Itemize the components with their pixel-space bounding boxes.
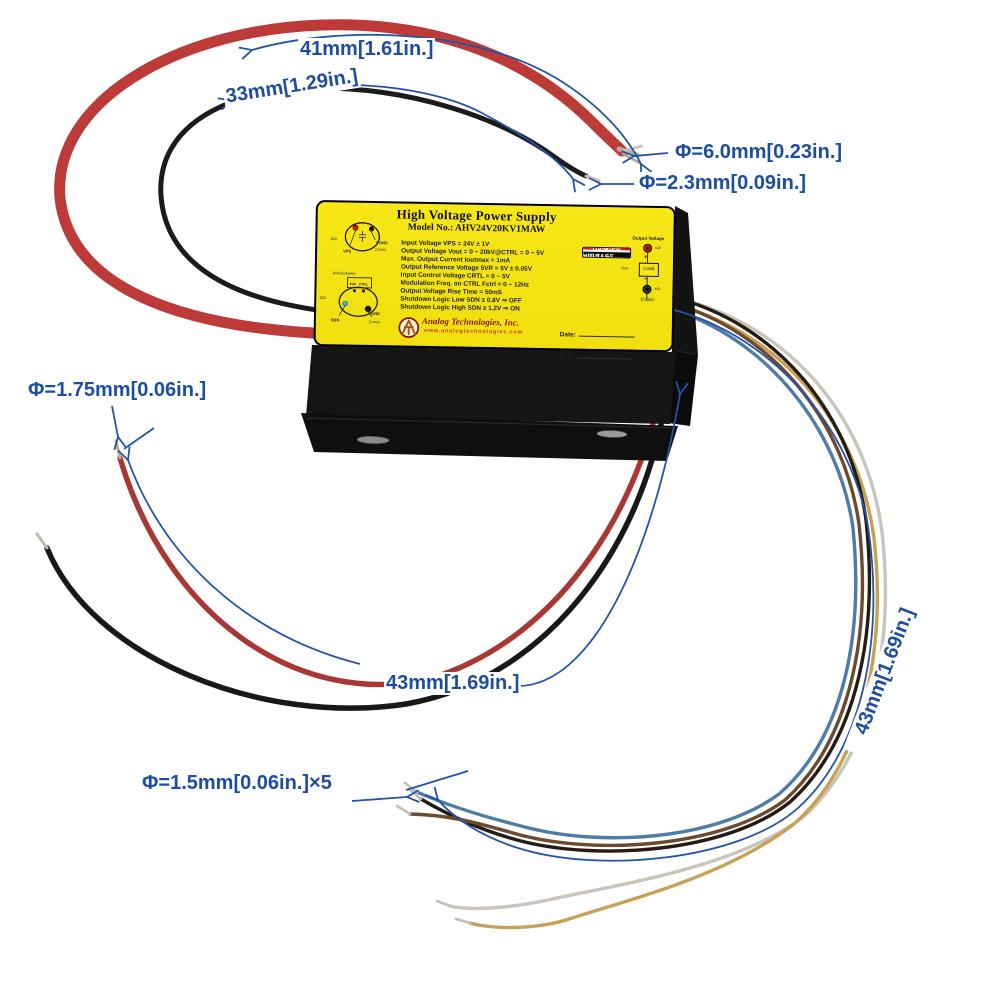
- dim-tick-1-75mm: [123, 427, 155, 450]
- signal-wire-black: [419, 294, 872, 853]
- dim-label-6mm: Φ=6.0mm[0.23in.]: [673, 141, 845, 164]
- dimension-lines: [111, 33, 875, 862]
- spec-list: Input Voltage VPS = 24V ± 1V Output Volt…: [400, 239, 544, 313]
- gnd-label: GND: [371, 311, 380, 316]
- signal-wire-tips: [395, 781, 472, 925]
- serial-blank-line: [576, 351, 633, 360]
- return-terminal-icon: [642, 284, 652, 294]
- output-voltage-heading: Output Voltage: [632, 235, 665, 242]
- pgnd-label: PGND: [376, 240, 388, 245]
- label-fields: Date: S. #:: [559, 323, 636, 368]
- control-connector-diagram: Anticlockwise ⇦ 5VR CTRL SDN GND (Case): [319, 271, 380, 324]
- wire-exit-arrow-icon: ⇦: [330, 234, 337, 243]
- ctrl-label: CTRL: [359, 282, 368, 286]
- dim-curve-43mm-right: [438, 310, 875, 862]
- dim-label-2-3mm: Φ=2.3mm[0.09in.]: [637, 172, 809, 195]
- lower-red-wire-tip: [114, 439, 122, 460]
- terminal-arrow-icon: ⇨: [654, 285, 661, 294]
- load-box: Load: [638, 262, 659, 277]
- pin-icon: [361, 289, 366, 293]
- spec-line: Shutdown Logic High SDN ≥ 1.2V ⇒ ON: [400, 303, 520, 313]
- date-field: Date:: [560, 323, 636, 342]
- wires: [35, 19, 888, 930]
- signal-wire-brown: [408, 300, 865, 848]
- serial-label: S. #:: [559, 353, 574, 361]
- serial-field: S. #:: [559, 345, 635, 364]
- vout-label: Vout: [620, 265, 629, 271]
- product-label: High Voltage Power Supply Model No.: AHV…: [313, 200, 676, 361]
- terminal-arrow-icon: ⇨: [655, 244, 662, 253]
- dim-arrow-6mm: [634, 153, 669, 156]
- capacitor-symbol-icon: [358, 230, 366, 242]
- vps-pin-icon: [352, 224, 359, 231]
- hv-output-terminal-icon: [643, 243, 653, 253]
- case-label: (Case): [375, 248, 386, 252]
- connector-outline: [338, 286, 378, 317]
- signal-wire-white: [448, 296, 888, 911]
- dim-arrow-1-75mm: [111, 405, 118, 437]
- date-label: Date:: [559, 331, 577, 339]
- dim-curve-43mm-bottom-left: [128, 460, 361, 665]
- wire-exit-arrow-icon: ⇦: [319, 293, 326, 302]
- anticlockwise-note: Anticlockwise: [333, 271, 356, 275]
- dim-label-1-5mm-x5: Φ=1.5mm[0.06in.]×5: [140, 772, 334, 795]
- signal-wire-blue: [415, 306, 858, 840]
- pin-icon: [352, 289, 357, 293]
- vps-label: VPS: [343, 248, 351, 253]
- lower-black-wire-tip: [35, 532, 49, 550]
- psu-case-right-side: [672, 206, 698, 355]
- pin-leader-lines: [349, 230, 376, 245]
- sdn-pin-icon: [342, 300, 348, 307]
- case-label: (Case): [640, 296, 655, 302]
- connector-outline: [344, 222, 381, 252]
- dim-tick-1-5mm: [405, 770, 469, 791]
- company-name: Analog Technologies, Inc.: [421, 315, 520, 328]
- at-logo-icon: [398, 317, 420, 338]
- dim-curve-41mm: [252, 33, 641, 164]
- pin-leader-lines: [338, 305, 373, 318]
- 5vr-label: 5VR: [350, 282, 357, 286]
- date-blank-line: [578, 329, 636, 338]
- dim-label-43mm-bottom: 43mm[1.69in.]: [384, 672, 522, 695]
- minus-sign: −: [643, 276, 648, 283]
- input-connector-diagram: ⇦ VPS PGND (Case): [330, 222, 388, 254]
- dim-arrow-1-5mm: [351, 797, 407, 801]
- sdn-label: SDN: [331, 317, 340, 322]
- dim-label-41mm: 41mm[1.61in.]: [298, 38, 436, 61]
- case-label: (Case): [369, 320, 380, 324]
- upper-black-wire-tip: [584, 174, 601, 183]
- output-circuit-diagram: Output Voltage ⇨ + Vout Load − ⇨ (Case): [620, 235, 674, 328]
- plus-sign: +: [643, 254, 648, 261]
- company-website: www.analogtechnologies.com: [423, 327, 524, 336]
- brand-block: Analog Technologies, Inc. www.analogtech…: [398, 314, 558, 343]
- dim-label-1-75mm: Φ=1.75mm[0.06in.]: [26, 379, 209, 402]
- pgnd-pin-icon: [368, 226, 375, 232]
- screw-slot-left: [356, 436, 390, 444]
- danger-line2: VOLTAGE: [582, 253, 615, 259]
